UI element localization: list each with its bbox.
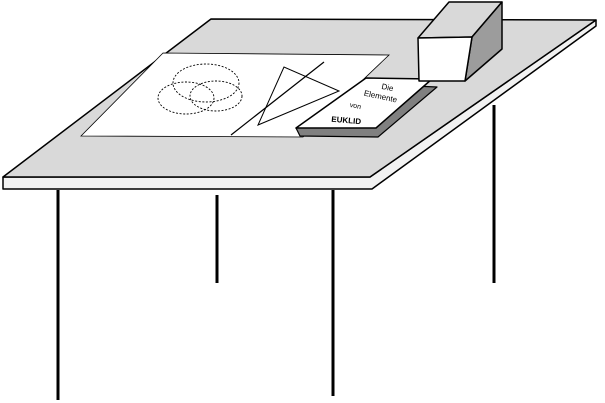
book-title-line-1: Die [381, 82, 395, 93]
dotted-circles [157, 63, 243, 115]
book: Die Elemente von EUKLID [295, 77, 438, 138]
circle-left [157, 81, 215, 115]
diagonal-line [230, 61, 325, 136]
triangle-sketch [257, 66, 341, 126]
box [417, 1, 503, 82]
table-legs [56, 105, 496, 400]
book-author-name: EUKLID [331, 115, 362, 127]
book-author-prefix: von [349, 102, 362, 111]
circle-top [172, 63, 240, 103]
circle-right [189, 80, 243, 112]
box-front [417, 36, 473, 82]
